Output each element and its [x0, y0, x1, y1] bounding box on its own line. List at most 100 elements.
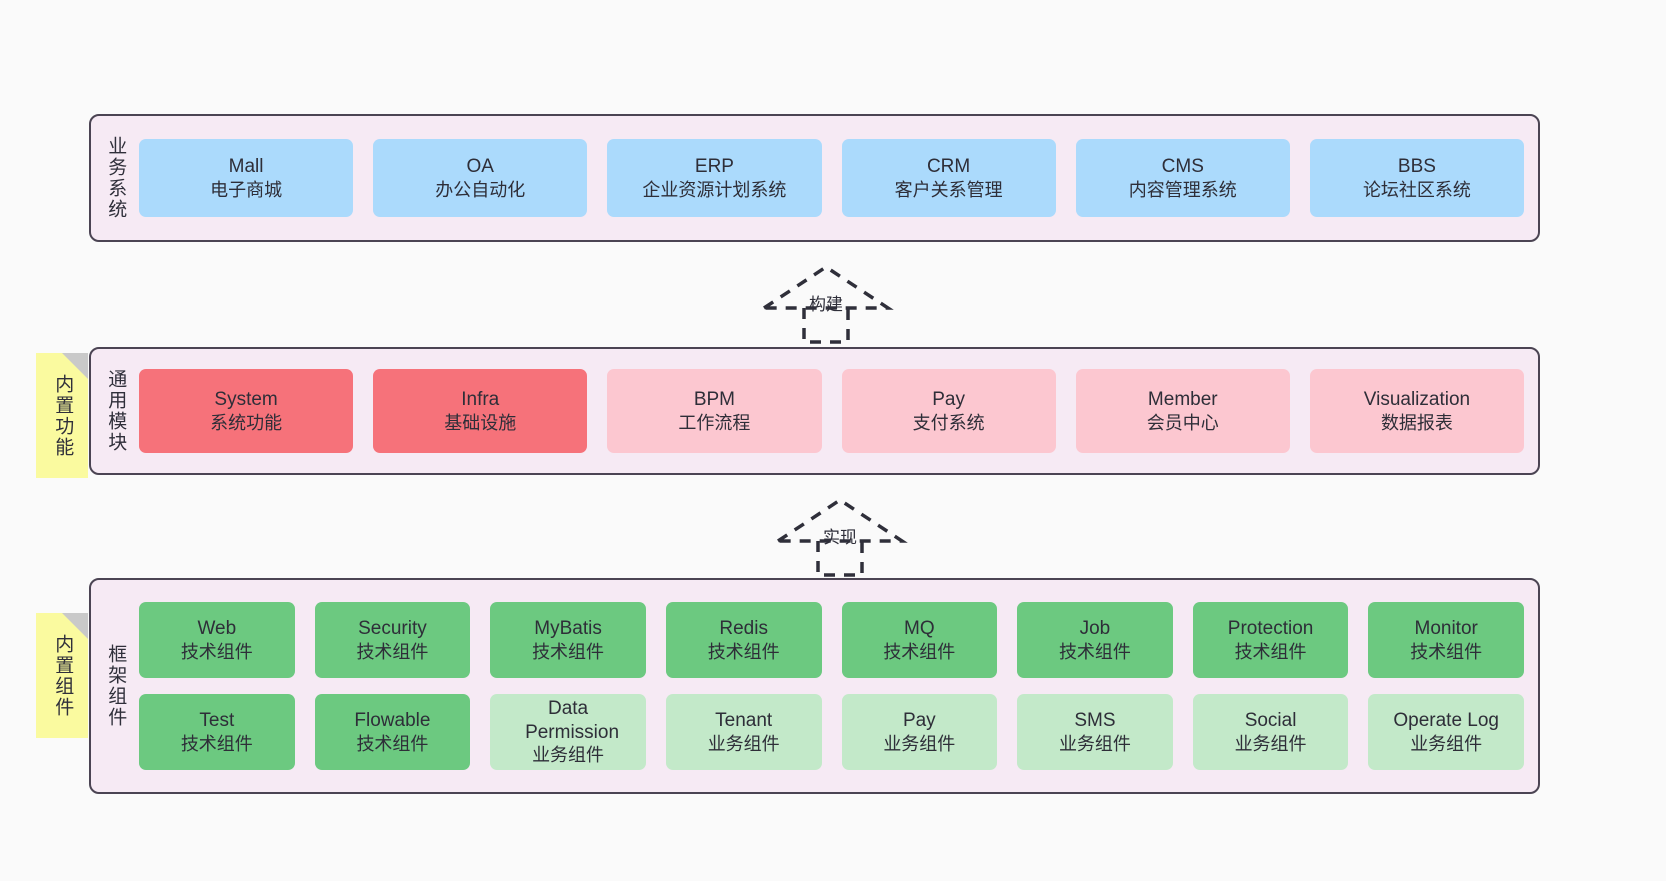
- node-name: BBS: [1397, 156, 1436, 178]
- node-sub: 办公自动化: [435, 179, 526, 200]
- node-tenant[interactable]: Tenant 业务组件: [665, 694, 822, 770]
- node-operate-log[interactable]: Operate Log 业务组件: [1368, 694, 1524, 770]
- node-sub: 数据报表: [1380, 412, 1453, 433]
- generalization-arrow-icon: [758, 264, 894, 344]
- node-name: Tenant: [715, 710, 773, 732]
- node-sub: 业务组件: [1410, 733, 1483, 754]
- node-job[interactable]: Job 技术组件: [1017, 602, 1173, 678]
- node-mq[interactable]: MQ 技术组件: [841, 602, 998, 678]
- layer-business-systems: 业务系统 Mall 电子商城 OA 办公自动化 ERP 企业资源计划系统 CRM…: [89, 114, 1540, 242]
- node-sub: 基础设施: [444, 412, 517, 433]
- node-visualization[interactable]: Visualization 数据报表: [1309, 369, 1525, 453]
- node-name: Pay: [932, 389, 965, 411]
- node-sub: 客户关系管理: [894, 179, 1003, 200]
- node-sub: 系统功能: [210, 412, 283, 433]
- node-sub: 技术组件: [180, 641, 253, 662]
- connector-implement: 实现: [770, 495, 950, 577]
- node-pay-module[interactable]: Pay 支付系统: [841, 369, 1056, 453]
- node-monitor[interactable]: Monitor 技术组件: [1368, 602, 1524, 678]
- connector-build: 构建: [756, 262, 936, 344]
- node-sub: 企业资源计划系统: [642, 179, 787, 200]
- node-cms[interactable]: CMS 内容管理系统: [1075, 139, 1290, 217]
- note-fold-icon: [62, 353, 88, 379]
- node-sub: 技术组件: [1058, 641, 1131, 662]
- node-sub: 技术组件: [1234, 641, 1307, 662]
- note-fold-icon: [62, 613, 88, 639]
- generalization-arrow-icon: [772, 497, 908, 577]
- node-row: Mall 电子商城 OA 办公自动化 ERP 企业资源计划系统 CRM 客户关系…: [139, 139, 1525, 217]
- node-flowable[interactable]: Flowable 技术组件: [314, 694, 471, 770]
- node-name: SMS: [1074, 710, 1116, 732]
- node-sub: 技术组件: [356, 733, 429, 754]
- layer-framework-components: 框架组件 Web 技术组件 Security 技术组件 MyBatis 技术组件…: [89, 578, 1540, 794]
- connector-label-implement: 实现: [823, 528, 857, 547]
- node-erp[interactable]: ERP 企业资源计划系统: [607, 139, 822, 217]
- note-builtin-features: 内置功能: [36, 353, 88, 478]
- node-web[interactable]: Web 技术组件: [139, 602, 295, 678]
- node-sub: 电子商城: [210, 179, 283, 200]
- node-sub: 业务组件: [1234, 733, 1307, 754]
- node-name: Test: [199, 710, 235, 732]
- node-sub: 业务组件: [1058, 733, 1131, 754]
- node-system[interactable]: System 系统功能: [139, 369, 354, 453]
- node-name: Mall: [228, 156, 264, 178]
- node-name: Monitor: [1414, 618, 1478, 640]
- node-bbs[interactable]: BBS 论坛社区系统: [1309, 139, 1525, 217]
- node-name: Protection: [1227, 618, 1314, 640]
- node-protection[interactable]: Protection 技术组件: [1192, 602, 1349, 678]
- note-builtin-components: 内置组件: [36, 613, 88, 738]
- node-name: Web: [197, 618, 237, 640]
- node-test[interactable]: Test 技术组件: [139, 694, 295, 770]
- node-name: OA: [466, 156, 494, 178]
- node-sub: 技术组件: [180, 733, 253, 754]
- node-sub: 技术组件: [532, 641, 605, 662]
- node-crm[interactable]: CRM 客户关系管理: [841, 139, 1056, 217]
- node-member[interactable]: Member 会员中心: [1075, 369, 1290, 453]
- node-social[interactable]: Social 业务组件: [1192, 694, 1349, 770]
- node-sub: 业务组件: [532, 745, 605, 766]
- node-sub: 业务组件: [707, 733, 780, 754]
- node-name: Visualization: [1363, 389, 1471, 411]
- node-name: CRM: [926, 156, 971, 178]
- node-sub: 技术组件: [883, 641, 956, 662]
- node-sub: 技术组件: [1410, 641, 1483, 662]
- node-name: System: [214, 389, 278, 411]
- node-name: Flowable: [354, 710, 431, 732]
- node-security[interactable]: Security 技术组件: [314, 602, 471, 678]
- node-name: MQ: [904, 618, 935, 640]
- node-row: Web 技术组件 Security 技术组件 MyBatis 技术组件 Redi…: [139, 602, 1524, 678]
- node-name: Job: [1079, 618, 1111, 640]
- node-row: System 系统功能 Infra 基础设施 BPM 工作流程 Pay 支付系统…: [139, 369, 1525, 453]
- node-name: Data Permission: [525, 698, 620, 743]
- node-sms[interactable]: SMS 业务组件: [1017, 694, 1173, 770]
- node-sub: 会员中心: [1146, 412, 1219, 433]
- node-name: CMS: [1161, 156, 1204, 178]
- node-mybatis[interactable]: MyBatis 技术组件: [490, 602, 646, 678]
- layer-title-business-systems: 业务系统: [105, 136, 127, 220]
- node-name: Redis: [719, 618, 768, 640]
- node-sub: 支付系统: [912, 412, 985, 433]
- node-oa[interactable]: OA 办公自动化: [373, 139, 588, 217]
- node-name: Security: [358, 618, 427, 640]
- layer-title-framework-components: 框架组件: [105, 644, 127, 728]
- layer-body-common-modules: System 系统功能 Infra 基础设施 BPM 工作流程 Pay 支付系统…: [139, 349, 1538, 473]
- node-sub: 技术组件: [356, 641, 429, 662]
- node-data-permission[interactable]: Data Permission 业务组件: [490, 694, 646, 770]
- node-name: BPM: [693, 389, 736, 411]
- layer-body-business-systems: Mall 电子商城 OA 办公自动化 ERP 企业资源计划系统 CRM 客户关系…: [139, 116, 1538, 240]
- node-sub: 论坛社区系统: [1362, 179, 1471, 200]
- node-infra[interactable]: Infra 基础设施: [373, 369, 588, 453]
- node-sub: 业务组件: [883, 733, 956, 754]
- node-bpm[interactable]: BPM 工作流程: [607, 369, 822, 453]
- node-name: MyBatis: [534, 618, 602, 640]
- layer-common-modules: 通用模块 System 系统功能 Infra 基础设施 BPM 工作流程 Pay…: [89, 347, 1540, 475]
- node-name: Infra: [461, 389, 500, 411]
- node-pay-component[interactable]: Pay 业务组件: [841, 694, 998, 770]
- node-redis[interactable]: Redis 技术组件: [665, 602, 822, 678]
- connector-label-build: 构建: [809, 295, 843, 314]
- note-label: 内置功能: [52, 373, 74, 458]
- node-sub: 技术组件: [707, 641, 780, 662]
- node-name: Operate Log: [1393, 710, 1499, 732]
- node-mall[interactable]: Mall 电子商城: [139, 139, 354, 217]
